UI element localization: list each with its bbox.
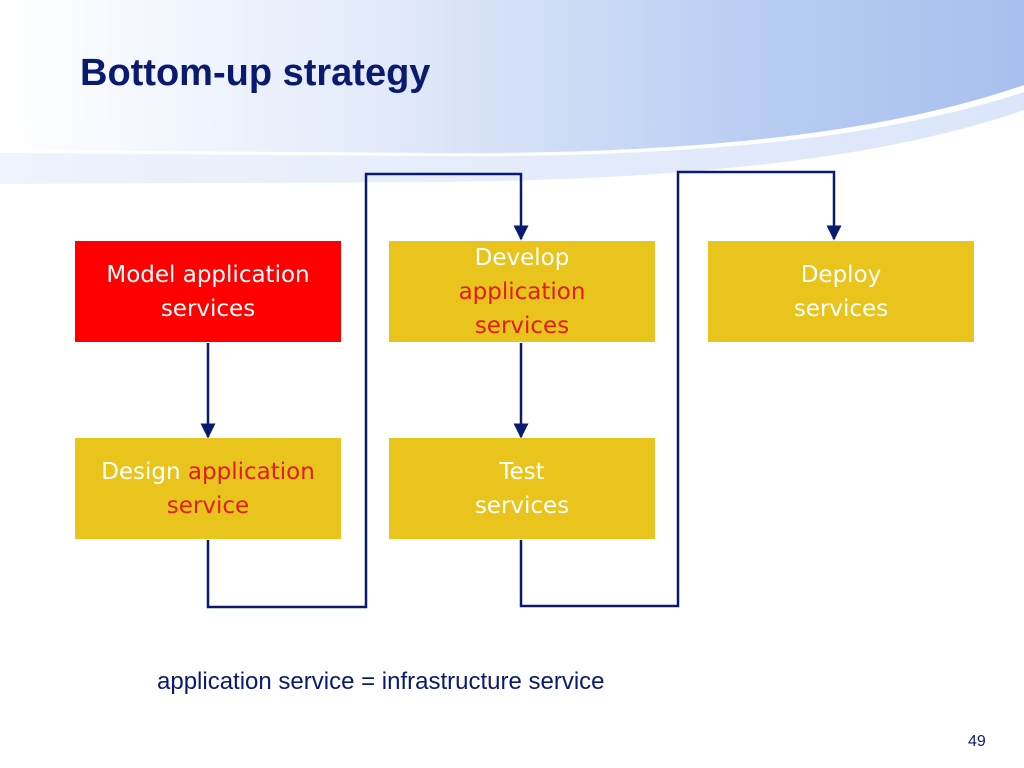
model-box-line2: services <box>160 295 256 322</box>
design-box-word2: application <box>187 458 315 485</box>
develop-box-line2: application <box>458 278 586 305</box>
test-services-box: Test services <box>389 438 655 539</box>
design-application-service-box: Design application service <box>75 438 341 539</box>
slide-title: Bottom-up strategy <box>80 52 431 94</box>
test-box-line1: Test <box>499 458 545 485</box>
design-box-line1: Design application <box>101 455 315 489</box>
arrow-design-to-develop <box>206 172 529 609</box>
header-wave-background <box>0 0 1024 184</box>
deploy-box-line2: services <box>793 295 889 322</box>
develop-box-line1: Develop <box>474 244 570 271</box>
design-box-line2: service <box>166 492 250 519</box>
test-box-line2: services <box>474 492 570 519</box>
model-box-line1: Model application <box>106 261 310 288</box>
develop-application-services-box: Develop application services <box>389 241 655 342</box>
deploy-box-line1: Deploy <box>800 261 882 288</box>
arrow-test-to-deploy <box>519 170 842 608</box>
page-number: 49 <box>968 733 986 750</box>
design-box-word1: Design <box>101 458 181 485</box>
model-application-services-box: Model application services <box>75 241 341 342</box>
develop-box-line3: services <box>474 312 570 339</box>
deploy-services-box: Deploy services <box>708 241 974 342</box>
footnote-equivalence: application service = infrastructure ser… <box>157 668 605 695</box>
